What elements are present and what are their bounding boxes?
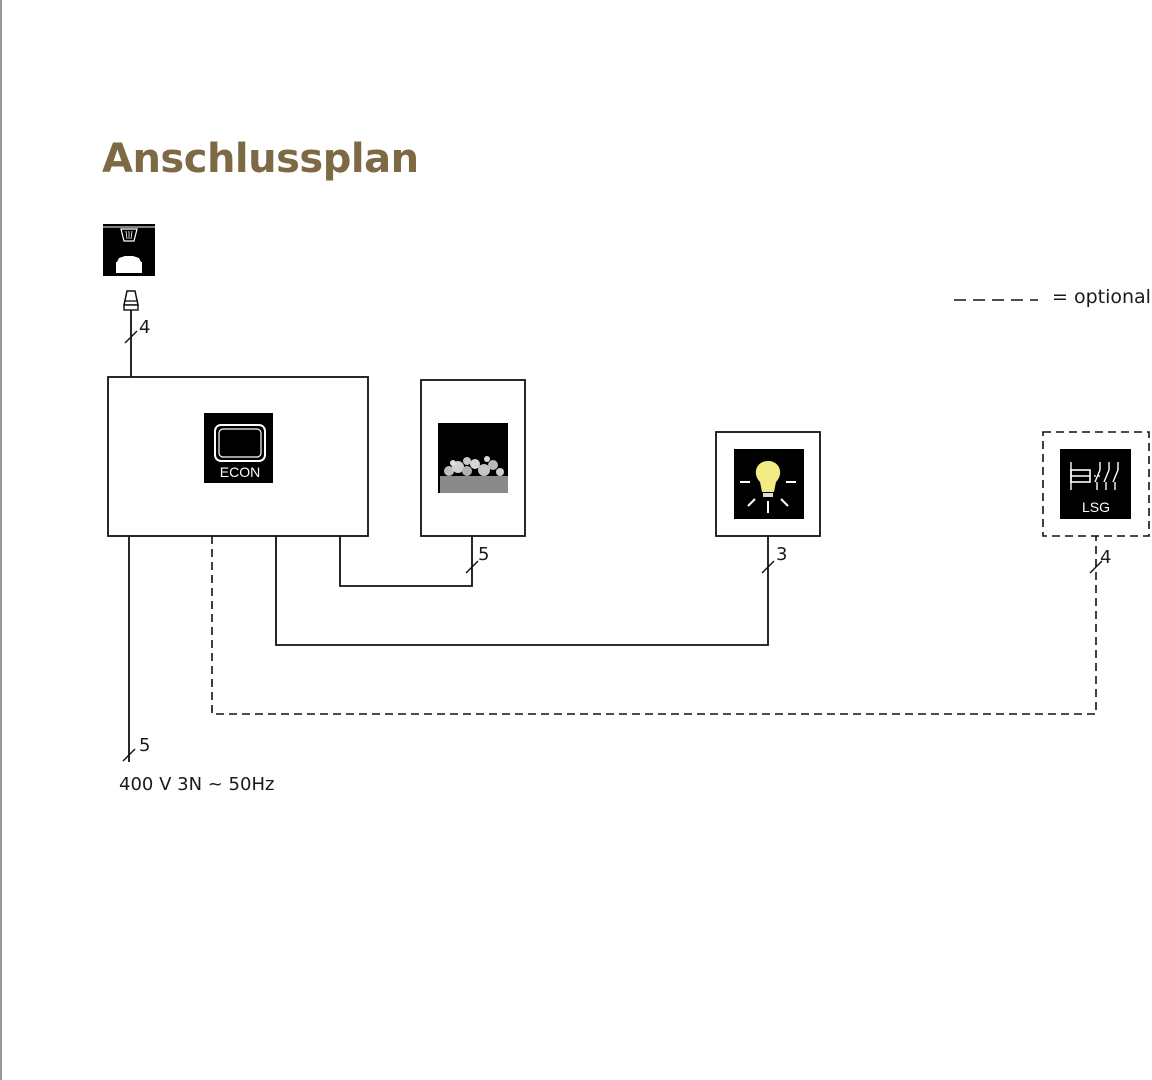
sensor-wire-tick [124, 330, 138, 344]
light-wire-count: 3 [776, 544, 788, 565]
sensor-wire-count: 4 [139, 317, 151, 338]
heater-wire-tick [465, 560, 479, 574]
light-cable [275, 536, 769, 646]
relay-wire-count: 4 [1100, 547, 1112, 568]
page-left-rule [0, 0, 2, 1080]
supply-voltage-label: 400 V 3N ~ 50Hz [119, 774, 275, 795]
sensor-connector [123, 290, 139, 306]
lsg-label: LSG [1082, 499, 1110, 515]
econ-label: ECON [220, 464, 260, 480]
sauna-heater-icon [438, 423, 508, 493]
supply-wire-count: 5 [139, 735, 151, 756]
sensor-device [103, 224, 155, 311]
relay-cable [211, 536, 1097, 715]
supply-wire-tick [122, 748, 136, 762]
econ-control-icon: ECON [204, 413, 273, 483]
heater-cable [339, 536, 473, 587]
light-bulb-icon [734, 449, 804, 519]
page-title: Anschlussplan [102, 136, 419, 182]
heater-wire-count: 5 [478, 544, 490, 565]
relay-wire-tick [1089, 560, 1103, 574]
light-wire-tick [761, 560, 775, 574]
relay-icon: LSG [1060, 449, 1131, 519]
legend-label: = optional [1052, 286, 1151, 308]
